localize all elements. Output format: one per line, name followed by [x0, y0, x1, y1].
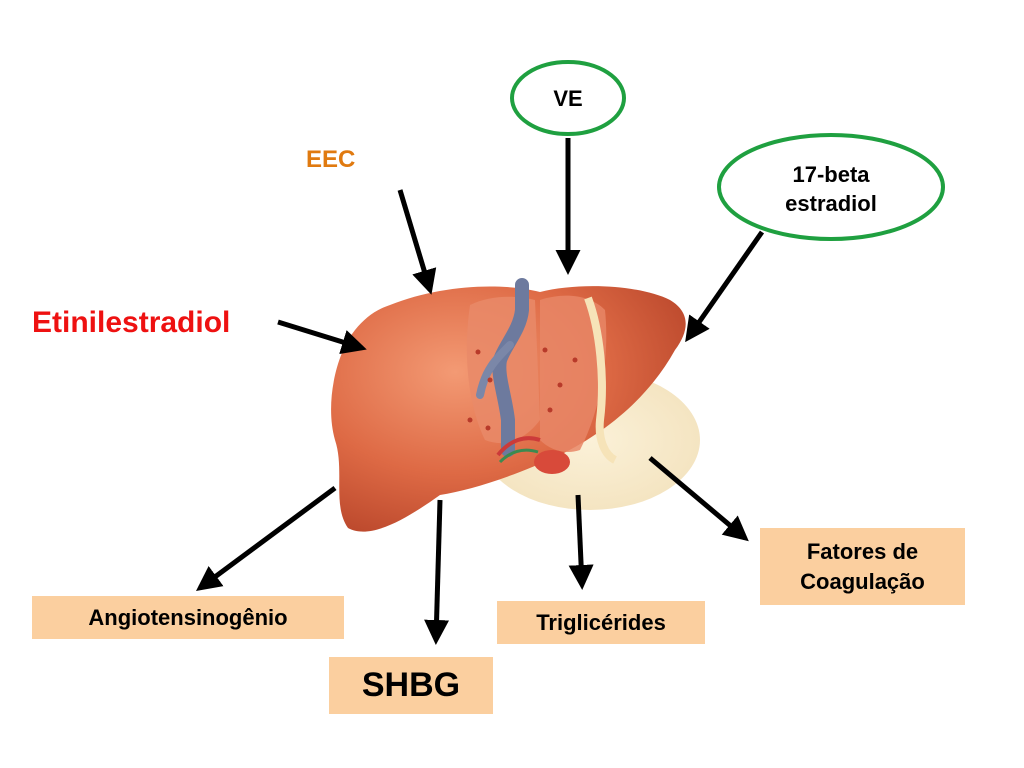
arrow-fatores	[648, 456, 749, 542]
bile-duct	[498, 448, 539, 464]
vessel-cross-section	[534, 450, 570, 474]
shbg-box: SHBG	[329, 657, 493, 714]
angiotensinogenio-box: Angiotensinogênio	[32, 596, 344, 639]
arrow-shbg	[424, 499, 450, 645]
eec-label: EEC	[306, 146, 356, 173]
etinilestradiol-label: Etinilestradiol	[32, 306, 231, 339]
arrow-triglicerides	[568, 494, 594, 590]
estradiol-oval	[717, 133, 945, 241]
fatores-line2: Coagulação	[800, 568, 925, 594]
ve-oval	[510, 60, 626, 136]
liver-lobe	[540, 295, 607, 452]
angiotensinogenio-label: Angiotensinogênio	[88, 604, 288, 630]
triglicerides-label: Triglicérides	[536, 609, 666, 635]
fatores-box: Fatores de Coagulação	[760, 528, 965, 605]
liver-dots	[467, 347, 578, 431]
ligament	[584, 296, 618, 464]
shbg-label: SHBG	[361, 666, 461, 704]
estradiol-line2: estradiol	[785, 191, 877, 216]
triglicerides-box: Triglicérides	[497, 601, 705, 644]
estradiol-label: 17-beta estradiol	[741, 160, 921, 218]
arrow-eec	[397, 189, 437, 295]
vein-branch	[476, 341, 514, 399]
artery	[496, 436, 541, 457]
ve-label: VE	[553, 86, 583, 111]
arrow-angiotensinogenio	[195, 485, 337, 591]
liver-icon	[331, 278, 700, 532]
fatores-line1: Fatores de	[806, 538, 919, 564]
estradiol-line1: 17-beta	[792, 162, 870, 187]
arrows	[195, 138, 765, 645]
arrow-estradiol	[685, 230, 765, 343]
arrow-etinilestradiol	[277, 319, 367, 355]
